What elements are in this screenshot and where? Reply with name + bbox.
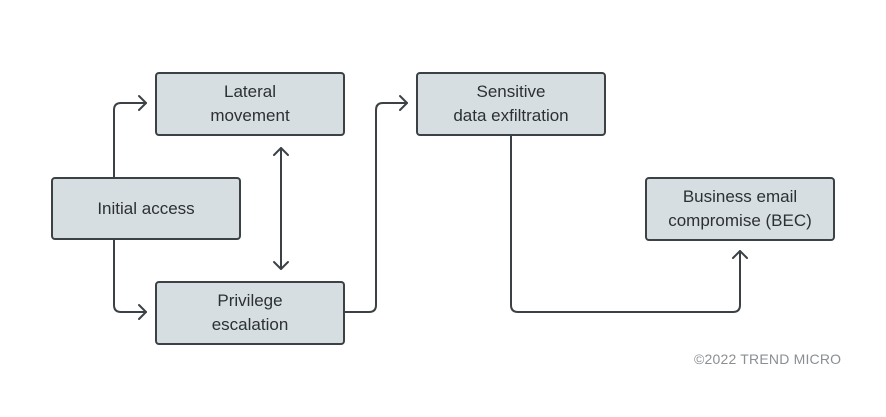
connector-initial-to-privilege bbox=[113, 239, 147, 313]
arrowhead-privilege-escalation bbox=[138, 304, 147, 320]
arrowhead-lateral-movement bbox=[138, 95, 147, 111]
node-initial-access-label: Initial access bbox=[97, 198, 195, 218]
node-privilege-escalation-label: Privilege escalation bbox=[211, 291, 289, 334]
arrowhead-up bbox=[273, 147, 289, 156]
node-business-email-compromise-label: Business email compromise (BEC) bbox=[668, 187, 812, 230]
connector-privilege-to-exfiltration bbox=[344, 102, 408, 313]
node-lateral-movement-label: Lateral movement bbox=[210, 82, 290, 125]
copyright-notice: ©2022 TREND MICRO bbox=[694, 351, 842, 367]
arrowhead-exfiltration bbox=[399, 95, 408, 111]
node-sensitive-data-exfiltration: Sensitive data exfiltration bbox=[416, 72, 606, 136]
connector-initial-to-lateral bbox=[113, 102, 147, 179]
node-lateral-movement: Lateral movement bbox=[155, 72, 345, 136]
arrowhead-bec bbox=[732, 250, 748, 259]
connector-exfiltration-to-bec bbox=[510, 135, 741, 313]
node-initial-access: Initial access bbox=[51, 177, 241, 240]
arrowhead-down bbox=[273, 261, 289, 270]
node-sensitive-data-exfiltration-label: Sensitive data exfiltration bbox=[453, 82, 569, 125]
node-privilege-escalation: Privilege escalation bbox=[155, 281, 345, 345]
node-business-email-compromise: Business email compromise (BEC) bbox=[645, 177, 835, 241]
